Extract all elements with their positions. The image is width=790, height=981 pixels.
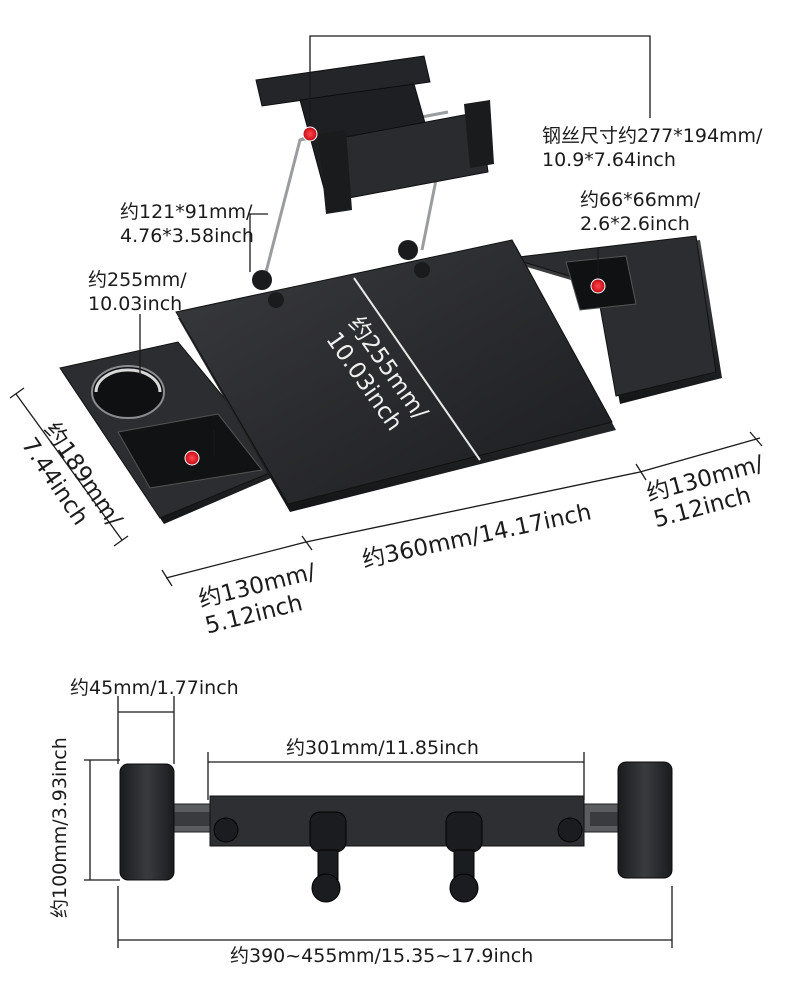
- holder-size-label: 约121*91mm/ 4.76*3.58inch: [120, 201, 254, 247]
- red-markers: [184, 126, 606, 466]
- marker-slot: [590, 278, 606, 294]
- cup-diameter-label: 约255mm/ 10.03inch: [88, 269, 187, 315]
- mount-knobs: [213, 811, 583, 903]
- right-clamp: [617, 761, 673, 879]
- total-length-label: 约390~455mm/15.35~17.9inch: [230, 945, 534, 967]
- clamp-width-label: 约45mm/1.77inch: [70, 677, 239, 699]
- height-label: 约100mm/3.93inch: [49, 737, 71, 918]
- wire-stand-joints: [252, 240, 430, 308]
- marker-left-slot: [184, 450, 200, 466]
- rail-length-label: 约301mm/11.85inch: [286, 737, 479, 759]
- dimension-lines: [9, 35, 763, 948]
- left-clamp: [119, 763, 175, 881]
- marker-wire: [302, 126, 318, 142]
- main-tray: [175, 239, 616, 512]
- wire-size-label: 钢丝尺寸约277*194mm/ 10.9*7.64inch: [542, 125, 763, 171]
- tablet-holder: [255, 55, 494, 214]
- slot-size-label: 约66*66mm/ 2.6*2.6inch: [580, 189, 701, 235]
